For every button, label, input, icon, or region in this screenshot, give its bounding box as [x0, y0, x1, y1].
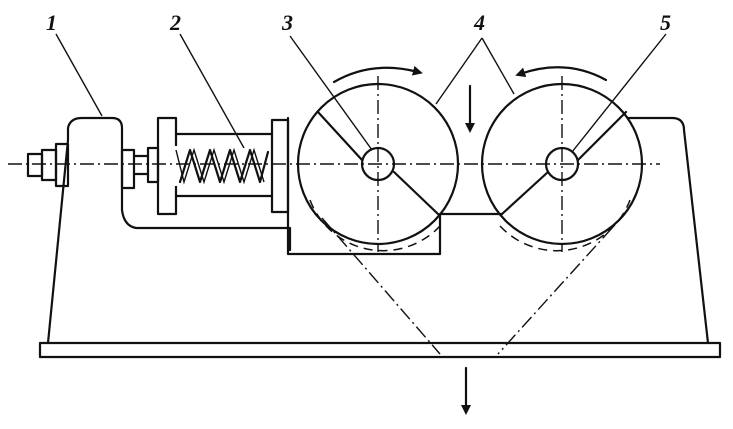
leader-4a [435, 37, 483, 105]
washer-left [54, 142, 70, 188]
leader-5 [571, 33, 667, 153]
leader-1 [55, 33, 103, 117]
leader-2 [179, 33, 245, 149]
leader-4b [481, 37, 515, 95]
nut-left [40, 148, 58, 182]
discharge-line-right [497, 227, 613, 355]
rotation-arrow-right [515, 66, 608, 82]
base-plate [38, 341, 722, 359]
leader-3 [289, 35, 373, 151]
compression-spring [178, 148, 270, 184]
spring-flange-right [270, 118, 290, 214]
callout-4: 4 [473, 10, 485, 35]
rod-end [26, 152, 44, 178]
right-frame [638, 116, 710, 345]
rotation-arrow-left [332, 65, 423, 84]
callout-5: 5 [660, 10, 671, 35]
callout-2: 2 [169, 10, 181, 35]
washer-right [146, 146, 160, 184]
discharge-line-left [321, 217, 441, 355]
callout-3: 3 [281, 10, 293, 35]
left-frame [46, 116, 292, 345]
callout-1: 1 [46, 10, 57, 35]
nut-right [120, 148, 136, 190]
